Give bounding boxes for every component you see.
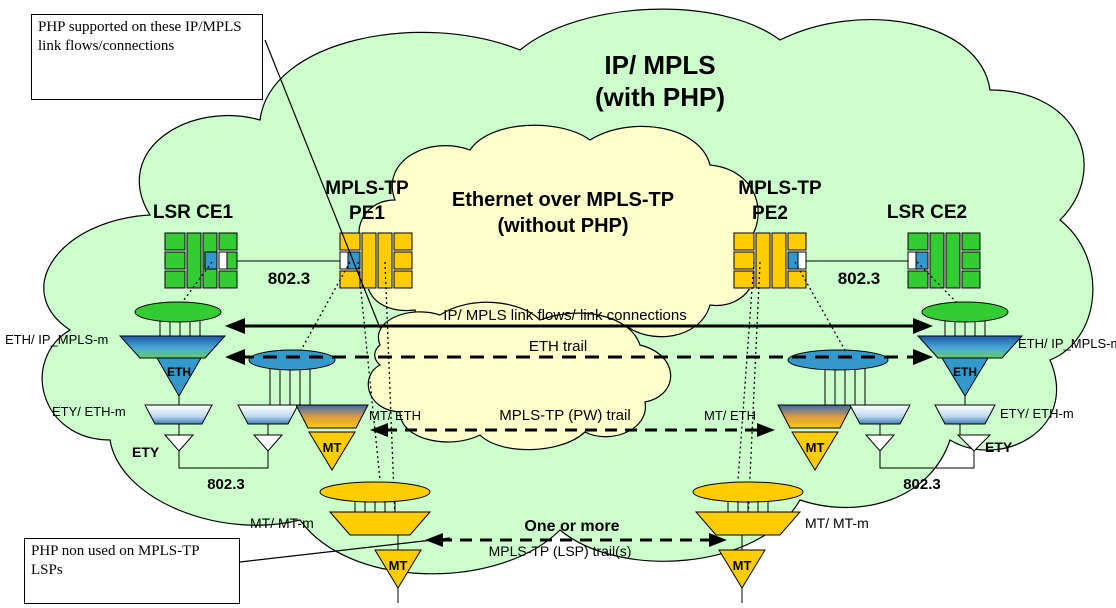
ip-mpls-title: IP/ MPLS [604, 50, 715, 80]
without-php-label: (without PHP) [497, 215, 628, 237]
ip-mpls-link-label: IP/ MPLS link flows/ link connections [443, 307, 686, 324]
pe1-stack: MT [237, 349, 369, 471]
pw-trail-label: MPLS-TP (PW) trail [499, 407, 630, 424]
pe2-node [733, 232, 807, 290]
php-supported-pointer [264, 39, 381, 329]
pe1-label-line2: PE1 [349, 203, 385, 224]
mt-mt-label-left: MT/ MT-m [250, 515, 314, 531]
lsr-ce1-label: LSR CE1 [153, 202, 234, 223]
pe2-mt-stack: MT [692, 481, 804, 603]
with-php-label: (with PHP) [595, 82, 725, 112]
pe1-label-line1: MPLS-TP [325, 178, 409, 199]
mt-eth-label-right: MT/ ETH [704, 408, 756, 423]
pe1-node [339, 232, 413, 290]
php-supported-note: PHP supported on these IP/MPLS link flow… [31, 14, 263, 100]
lsr-ce2-label: LSR CE2 [887, 202, 967, 223]
lsr-ce1-node [164, 232, 238, 290]
lsr-ce2-node [907, 232, 981, 290]
mt-triangle-pe1-lsp: MT [389, 558, 408, 573]
mt-triangle-pe1: MT [323, 440, 342, 455]
ethernet-over-mpls-tp-cloud [358, 124, 759, 451]
php-non-used-note: PHP non used on MPLS-TP LSPs [24, 538, 240, 604]
link-ce1-pe1-bottom [178, 460, 269, 469]
lsp-trail-label: MPLS-TP (LSP) trail(s) [489, 543, 632, 559]
php-non-used-pointer [239, 537, 451, 563]
ety-eth-label-right: ETY/ ETH-m [1000, 406, 1074, 421]
link-8023-left-bottom: 802.3 [207, 476, 245, 493]
eth-ip-mpls-label-left: ETH/ IP_MPLS-m [5, 332, 108, 347]
mt-triangle-pe2: MT [806, 440, 825, 455]
link-pe2-ce2-bottom [879, 460, 975, 469]
eth-trail-arrow [225, 349, 933, 365]
ety-label-right: ETY [985, 439, 1013, 455]
pe2-stack: MT [777, 349, 911, 471]
dotted-connections [177, 261, 963, 521]
link-8023-left-top: 802.3 [268, 269, 311, 288]
pe2-label-line2: PE2 [752, 203, 788, 224]
ety-eth-label-left: ETY/ ETH-m [52, 404, 126, 419]
ethernet-over-mpls-tp-title: Ethernet over MPLS-TP [452, 189, 674, 211]
one-or-more-label: One or more [524, 518, 619, 535]
left-eth-stack: ETH [118, 301, 227, 460]
link-8023-right-top: 802.3 [838, 269, 881, 288]
ip-mpls-link-arrow [225, 318, 933, 334]
ety-label-left: ETY [132, 444, 160, 460]
link-8023-right-bottom: 802.3 [903, 476, 941, 493]
php-supported-note-text: PHP supported on these IP/MPLS link flow… [38, 19, 242, 54]
eth-trail-label: ETH trail [529, 338, 587, 355]
mt-eth-label-left: MT/ ETH [369, 408, 421, 423]
eth-ip-mpls-label-right: ETH/ IP_MPLS-m [1018, 336, 1116, 351]
eth-triangle-left: ETH [167, 365, 191, 379]
pe2-label-line1: MPLS-TP [738, 178, 822, 199]
php-non-used-note-text: PHP non used on MPLS-TP LSPs [31, 543, 200, 578]
right-eth-stack: ETH [916, 301, 1024, 460]
pe1-mt-stack: MT [319, 481, 432, 603]
mt-mt-label-right: MT/ MT-m [805, 515, 869, 531]
mt-triangle-pe2-lsp: MT [733, 558, 752, 573]
pw-trail-arrow [370, 423, 775, 437]
eth-triangle-right: ETH [953, 365, 977, 379]
